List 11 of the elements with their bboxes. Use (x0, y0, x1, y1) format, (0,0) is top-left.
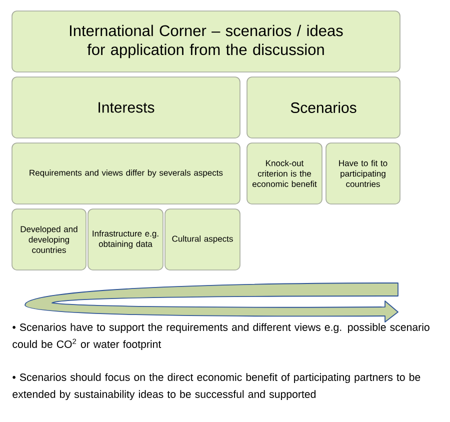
title-box: International Corner – scenarios / ideas for application from the discussion (12, 10, 400, 72)
bullet-note: • Scenarios have to support the requirements and different views e.g. possible scenario could be CO$^{2}$ or water footprint (12, 323, 430, 350)
text-box: Knock-out criterion is the economic benefit (246, 142, 322, 204)
text-box: Infrastructure e.g. obtaining data (88, 208, 164, 270)
text-box: Cultural aspects (164, 208, 240, 270)
text-box: Requirements and views differ by severals aspects (12, 142, 240, 204)
text-box: Have to fit to participating countries (326, 142, 400, 204)
text-box: Developed and developing countries (12, 208, 86, 270)
heading-box: Scenarios (246, 76, 400, 138)
heading-box: Interests (12, 76, 240, 138)
bullet-note: • Scenarios should focus on the direct economic benefit of participating partners to be extended by sustainability ideas to be successful and supported (12, 373, 420, 400)
